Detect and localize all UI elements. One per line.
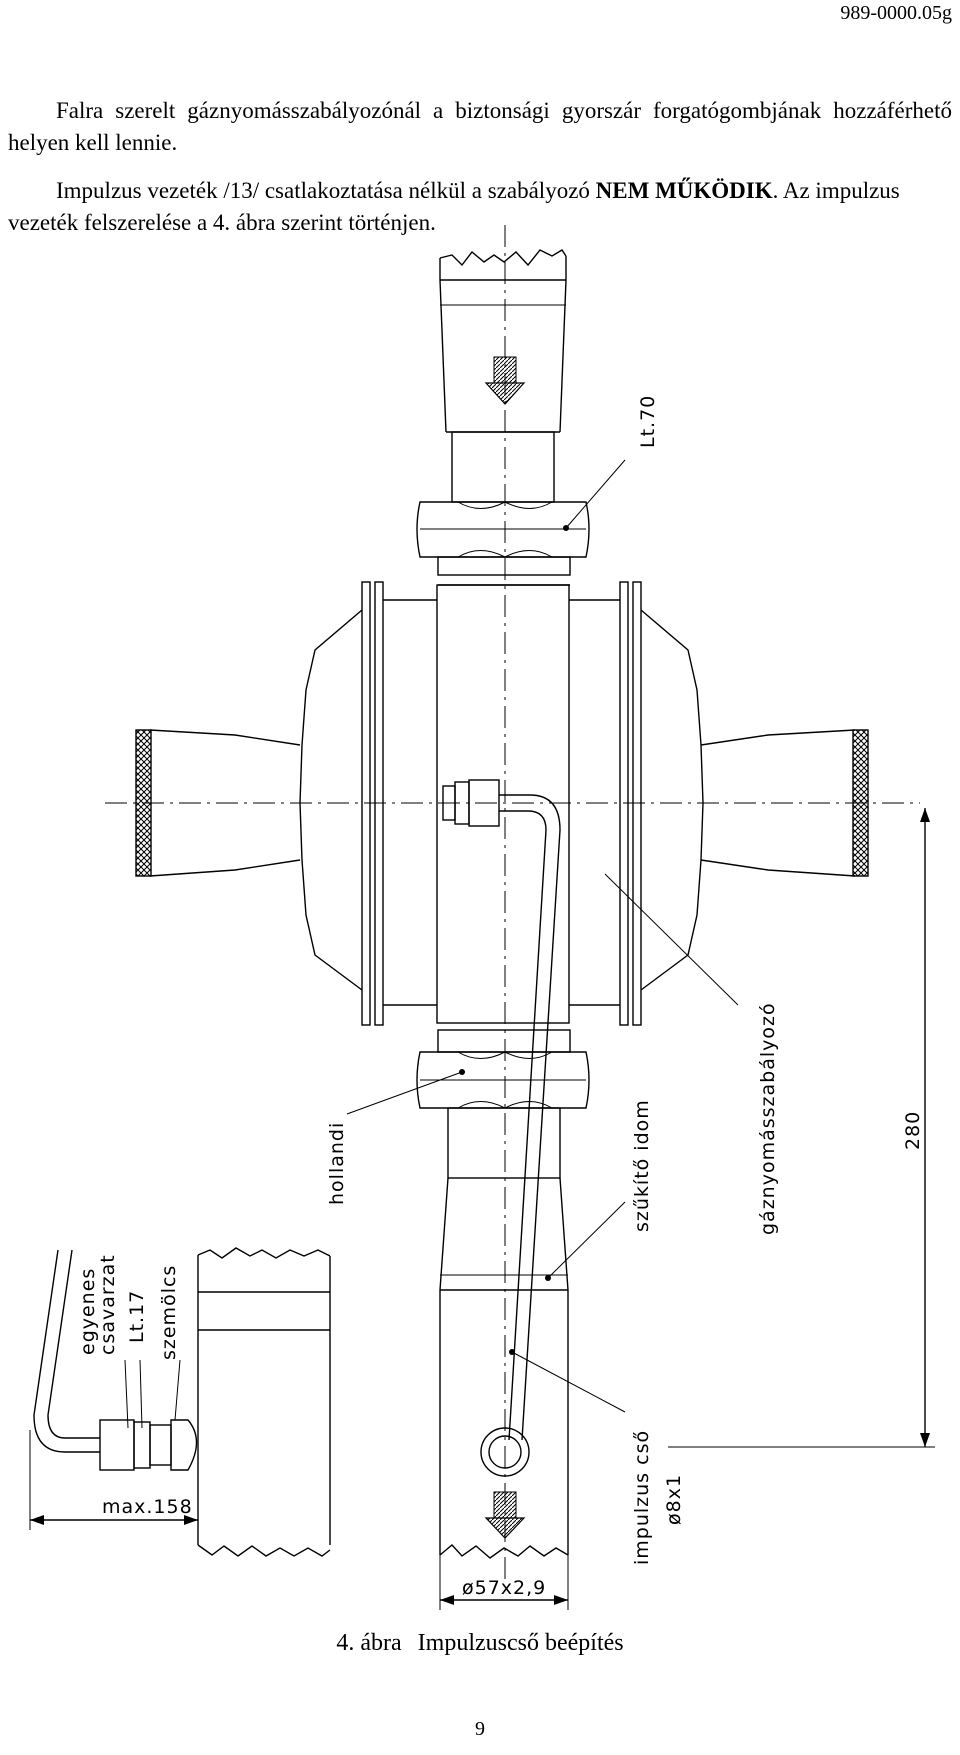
document-code: 989-0000.05g — [840, 2, 952, 24]
label-szukito-idom: szűkítő idom — [631, 1099, 653, 1232]
label-csavarzat: csavarzat — [97, 1254, 119, 1355]
flow-arrow-bottom — [484, 1491, 526, 1539]
page-number: 9 — [475, 1718, 485, 1740]
warning-not-working: NEM MŰKÖDIK — [595, 178, 773, 203]
label-280: 280 — [902, 1111, 924, 1150]
impulse-text-end: . Az impulzus vezeték felszerelése a 4. … — [8, 178, 900, 235]
figure-title: Impulzuscső beépítés — [417, 1630, 624, 1656]
flow-arrow-top — [484, 356, 526, 405]
label-d8x1: ø8x1 — [663, 1474, 685, 1525]
label-lt17: Lt.17 — [126, 1290, 148, 1343]
impulse-text-start: Impulzus vezeték /13/ csatlakoztatása né… — [56, 178, 590, 203]
paragraph-safety-text: Falra szerelt gáznyomásszabályozónál a b… — [8, 98, 952, 155]
detail-inset — [33, 1247, 331, 1557]
figure-number: 4. ábra — [336, 1630, 402, 1656]
label-szemolcs: szemölcs — [158, 1265, 180, 1360]
paragraph-impulse-note: Impulzus vezeték /13/ csatlakoztatása né… — [8, 175, 952, 239]
label-egyenes: egyenes — [77, 1268, 99, 1355]
bottom-union-nut — [416, 1029, 590, 1559]
label-hollandi: hollandi — [326, 1122, 348, 1205]
label-max158: max.158 — [102, 1496, 193, 1518]
label-d57: ø57x2,9 — [462, 1577, 546, 1599]
top-union-nut — [416, 501, 590, 586]
leader-lines — [124, 459, 739, 1429]
dimension-280 — [668, 808, 935, 1448]
figure-caption: 4. ábra Impulzuscső beépítés — [0, 1630, 960, 1657]
dimension-d57 — [439, 1555, 569, 1610]
label-impulzus-cso: impulzus cső — [631, 1430, 653, 1565]
installation-drawing: Lt.70 hollandi szűkítő idom gáznyomássza… — [29, 225, 935, 1610]
dimension-max158 — [29, 1430, 198, 1530]
label-gaznyomasszabalyozo: gáznyomásszabályozó — [757, 1002, 779, 1235]
label-lt70: Lt.70 — [637, 395, 659, 448]
paragraph-safety-note: Falra szerelt gáznyomásszabályozónál a b… — [8, 95, 952, 159]
regulator-body — [135, 581, 869, 1026]
impulse-tube — [442, 779, 561, 1477]
